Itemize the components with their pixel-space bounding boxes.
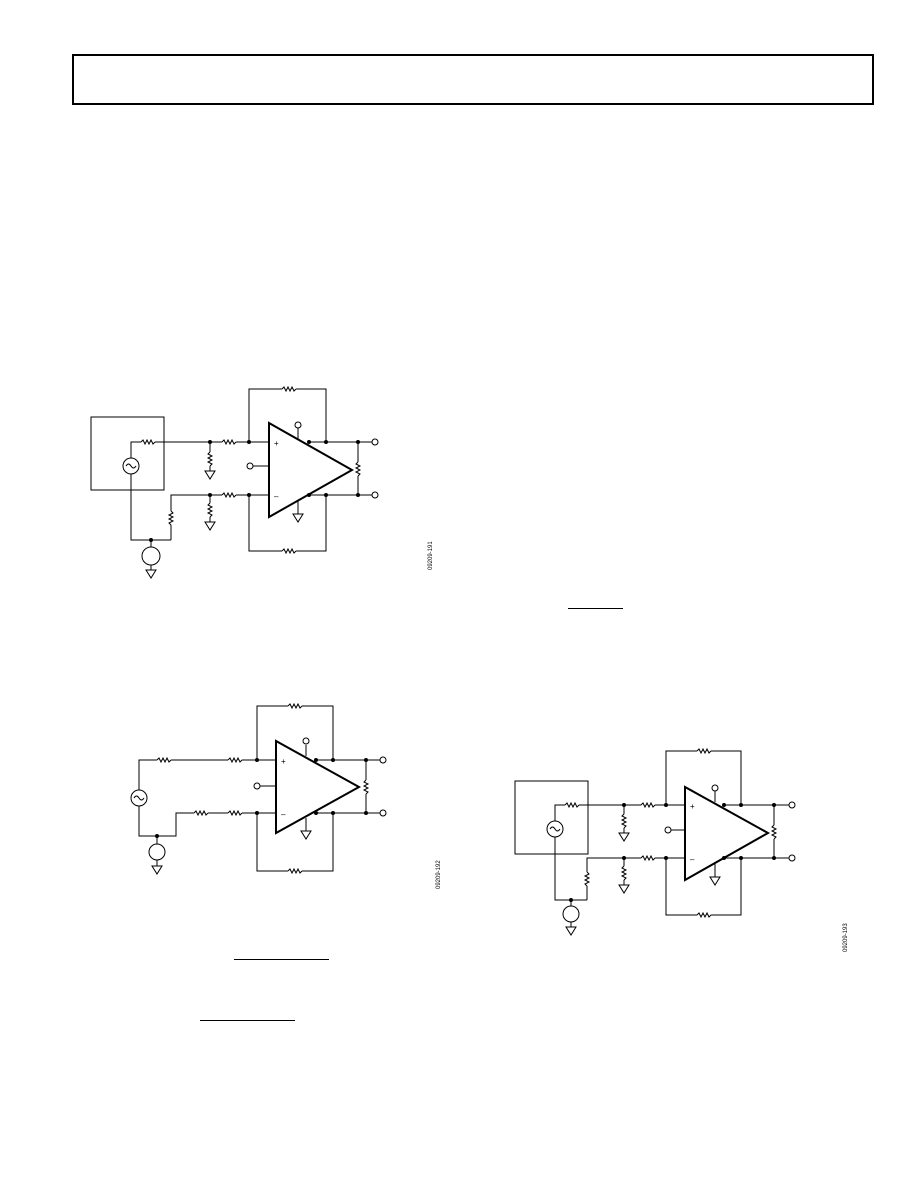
page-header-box: [72, 54, 874, 105]
figure-id-1: 09209-191: [428, 541, 434, 570]
svg-text:–: –: [281, 810, 286, 819]
resistor-source: [140, 438, 156, 446]
ac-source-icon: [122, 457, 140, 475]
fraction-rule: [568, 608, 623, 609]
minus-sign: –: [274, 492, 279, 501]
svg-text:+: +: [281, 757, 286, 766]
amplifier-icon: [684, 785, 771, 882]
ac-source-icon: [546, 820, 564, 838]
fraction-rule: [200, 1020, 295, 1021]
fraction-rule: [234, 959, 329, 960]
plus-sign: +: [274, 439, 279, 448]
ac-source-icon: [130, 789, 148, 807]
resistor-input-minus: [221, 491, 237, 499]
ground-icon: [204, 470, 216, 480]
svg-text:–: –: [690, 855, 695, 864]
amplifier-icon: [268, 421, 355, 519]
figure-id-2: 09209-192: [436, 860, 442, 889]
source-box: [90, 416, 165, 491]
amplifier-icon: [275, 739, 362, 835]
resistor-input-plus: [221, 438, 237, 446]
figure-id-3: 09209-193: [843, 923, 849, 952]
svg-text:+: +: [690, 802, 695, 811]
source-box: [514, 780, 589, 855]
